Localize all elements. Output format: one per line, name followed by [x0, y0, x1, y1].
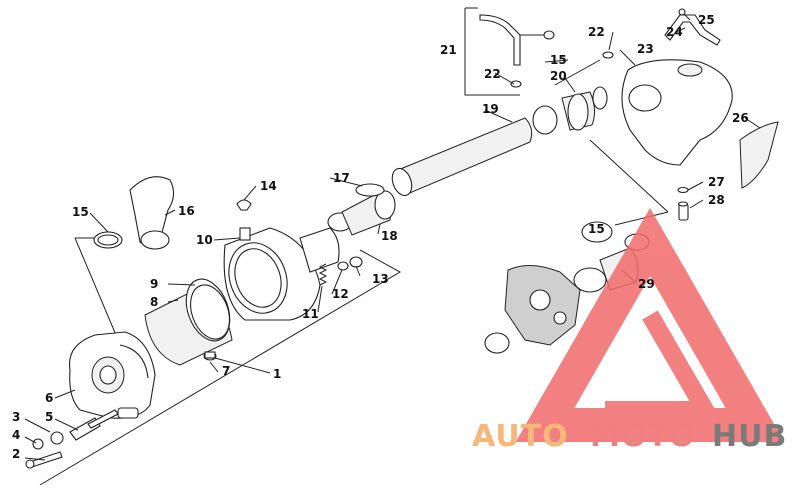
intake-silencer — [621, 59, 733, 166]
callout-labels: 1 2 3 4 5 6 7 8 9 10 11 12 13 14 15 15 1… — [12, 13, 749, 461]
watermark-moto: MOTO — [590, 419, 695, 454]
upper-coupler — [532, 86, 608, 135]
watermark-triangle-inner — [605, 310, 721, 419]
callout-2: 2 — [12, 447, 20, 461]
callout-23: 23 — [637, 42, 654, 56]
callout-4: 4 — [12, 428, 20, 442]
callout-9: 9 — [150, 277, 158, 291]
callout-13: 13 — [372, 272, 389, 286]
callout-18: 18 — [381, 229, 398, 243]
callout-20: 20 — [550, 69, 567, 83]
callout-22-left: 22 — [484, 67, 501, 81]
callout-27: 27 — [708, 175, 725, 189]
callout-22-top: 22 — [588, 25, 605, 39]
coupler — [327, 183, 396, 236]
drain-plug — [677, 186, 689, 221]
callout-19: 19 — [482, 102, 499, 116]
callout-24: 24 — [666, 25, 683, 39]
watermark-triangle-outer — [515, 207, 785, 442]
callout-25: 25 — [698, 13, 715, 27]
callout-15-right: 15 — [588, 222, 605, 236]
callout-12: 12 — [332, 287, 349, 301]
vent-hose — [479, 14, 614, 88]
callout-14: 14 — [260, 179, 277, 193]
callout-16: 16 — [178, 204, 195, 218]
callout-26: 26 — [732, 111, 749, 125]
watermark-logo — [515, 207, 785, 442]
callout-10: 10 — [196, 233, 213, 247]
callout-17: 17 — [333, 171, 350, 185]
callout-7: 7 — [222, 364, 230, 378]
intake-tube — [391, 117, 533, 197]
callout-6: 6 — [45, 391, 53, 405]
air-filter — [144, 278, 233, 366]
filter-housing — [223, 227, 340, 321]
watermark-hub: HUB — [712, 419, 787, 454]
small-hardware — [203, 199, 363, 361]
callout-5: 5 — [45, 410, 53, 424]
leader-lines — [24, 13, 761, 461]
elbow-duct — [93, 176, 175, 250]
callout-3: 3 — [12, 410, 20, 424]
callout-15-top: 15 — [550, 53, 567, 67]
mount-bracket — [664, 8, 721, 46]
callout-28: 28 — [708, 193, 725, 207]
engine-block — [484, 265, 581, 354]
watermark-auto: AUTO — [472, 419, 569, 454]
cover-panel — [739, 121, 779, 189]
callout-1: 1 — [273, 367, 281, 381]
callout-11: 11 — [302, 307, 319, 321]
callout-15-left: 15 — [72, 205, 89, 219]
callout-8: 8 — [150, 295, 158, 309]
callout-21: 21 — [440, 43, 457, 57]
bolt-hardware — [25, 409, 119, 469]
air-box-housing — [68, 331, 156, 419]
callout-29: 29 — [638, 277, 655, 291]
